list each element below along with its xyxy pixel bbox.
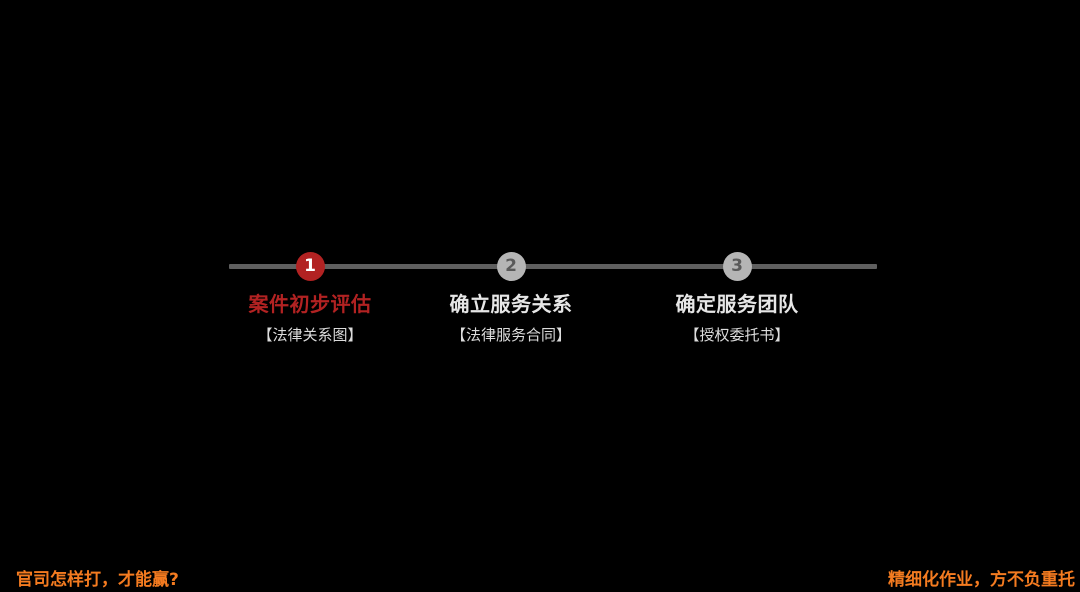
footer-right-caption: 精细化作业，方不负重托 — [888, 570, 1075, 590]
footer-left-caption: 官司怎样打，才能赢? — [16, 570, 179, 590]
step-2-number-badge: 2 — [496, 252, 526, 281]
step-3-subtitle: 【授权委托书】 — [684, 326, 790, 344]
timeline-line — [229, 264, 877, 269]
step-1-title: 案件初步评估 — [248, 292, 372, 316]
step-3: 3 确定服务团队 【授权委托书】 — [627, 252, 847, 344]
step-2-title: 确立服务关系 — [449, 292, 573, 316]
step-1-subtitle: 【法律关系图】 — [257, 326, 363, 344]
step-2-subtitle: 【法律服务合同】 — [450, 326, 571, 344]
step-3-number-badge: 3 — [722, 252, 752, 281]
step-1-number-badge: 1 — [295, 252, 325, 281]
step-3-title: 确定服务团队 — [675, 292, 799, 316]
step-1: 1 案件初步评估 【法律关系图】 — [200, 252, 420, 344]
step-2: 2 确立服务关系 【法律服务合同】 — [401, 252, 621, 344]
